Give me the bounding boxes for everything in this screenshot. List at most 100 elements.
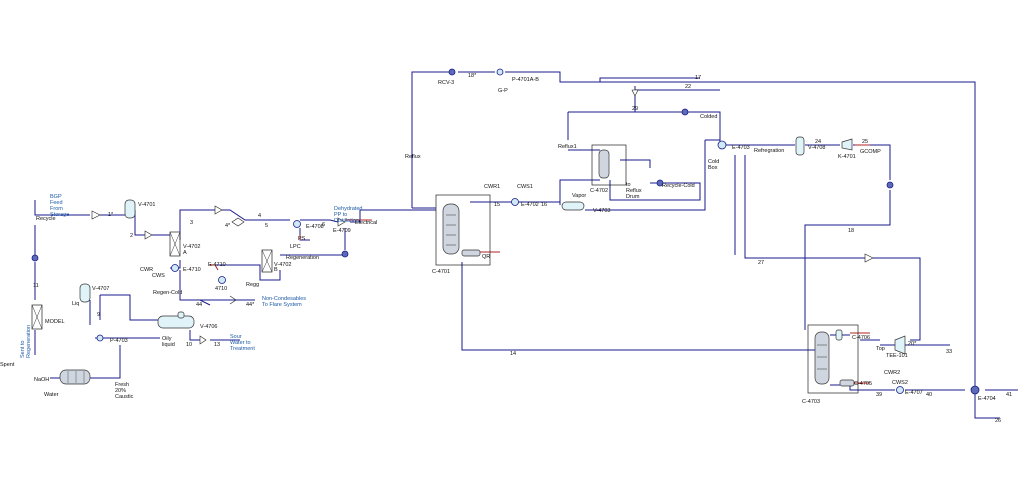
fresh-caustic-label-1: Fresh (115, 382, 129, 388)
stream-24-label: 24 (815, 139, 821, 145)
c4706-condenser (835, 329, 843, 341)
p4703-label: P-4703 (110, 338, 128, 344)
to-reflux-drum-label-1: to (626, 182, 631, 188)
regen-cold-label: Regen-Cold (153, 290, 182, 296)
stream-44-label: 44 (196, 302, 202, 308)
gp-label: G-P (498, 88, 508, 94)
model-bed (31, 304, 43, 330)
naoh-label: NaOH (34, 377, 49, 383)
v4702a-label-2: A (183, 250, 187, 256)
v4703-label: V-4703 (593, 208, 610, 214)
stream-18b-label: 18 (848, 228, 854, 234)
ps-label: PS (298, 236, 306, 242)
e4708-exchanger (293, 220, 301, 228)
dehydrated-label-2: PP to (334, 212, 347, 218)
valve-44 (229, 295, 237, 305)
recycle-cold-label: Recycle-Cold (662, 183, 695, 189)
right-mixer (886, 181, 894, 189)
cwr2-label: CWR2 (884, 370, 900, 376)
recycle-mixer (31, 254, 39, 262)
c4701-reboiler (461, 249, 481, 257)
colded-mixer (681, 108, 689, 116)
non-cond-label-1: Non-Condesables (262, 296, 306, 302)
stream-44star-label: 44* (246, 302, 255, 308)
to-reflux-drum-label-3: Drum (626, 194, 640, 200)
e4702-exchanger (511, 198, 519, 206)
stream-33-label: 33 (946, 349, 952, 355)
regg-label: Regg (246, 282, 259, 288)
electrical-label: Electrical (355, 220, 377, 226)
e4710b-exchanger (218, 276, 226, 284)
stream-4-label: 4 (258, 213, 261, 219)
e4707-label: E-4707 (905, 390, 923, 396)
dehydrated-label-1: Dehydrated (334, 206, 362, 212)
e4710-main-label: E-4710 (183, 267, 201, 273)
cwr-label: CWR (140, 267, 153, 273)
cwr1-label: CWR1 (484, 184, 500, 190)
v4707-label: V-4707 (92, 286, 109, 292)
cold-box-label-1: Cold (708, 159, 719, 165)
refregration-label: Refregration (754, 148, 784, 154)
c4705-reboiler (839, 379, 855, 387)
stream-39-label: 39 (876, 392, 882, 398)
pump-label: P-4701A-B (512, 77, 539, 83)
p4703-pump (96, 334, 104, 342)
c4701-boundary (435, 194, 491, 266)
liq-label: Liq (72, 301, 79, 307)
e4702-label: E-4702 (521, 202, 539, 208)
dehydrated-label-3: Distillation (334, 218, 359, 224)
stream-22-label: 22 (685, 84, 691, 90)
e4708-label: E-4708 (306, 224, 324, 230)
compressor-3 (214, 205, 223, 215)
e4710-exchanger (171, 264, 179, 272)
valve-13 (199, 335, 207, 345)
e4703-label: E-4703 (732, 145, 750, 151)
bgp-feed-label-1: BGP (50, 194, 62, 200)
stream-5-label: 5 (265, 223, 268, 229)
lpc-label: LPC (290, 244, 301, 250)
v4702b-label-2: B (274, 267, 278, 273)
water-label: Water (44, 392, 59, 398)
stream-17-label: 17 (695, 75, 701, 81)
stream-41-label: 41 (1006, 392, 1012, 398)
feed-compressor (91, 210, 101, 220)
stream-27-label: 27 (758, 260, 764, 266)
c4702-label: C-4702 (590, 188, 608, 194)
spent-label: Spent (0, 362, 15, 368)
stream-3-label: 3 (190, 220, 193, 226)
stream-25-label: 25 (862, 139, 868, 145)
stream-10-label: 10 (186, 342, 192, 348)
caustic-tank (59, 369, 91, 385)
stream-11-label: 11 (33, 283, 39, 289)
tee101-expander (894, 335, 906, 355)
small-units (31, 68, 980, 395)
k4701-label: K-4701 (838, 154, 856, 160)
valve-4 (231, 217, 245, 227)
rcv3-mixer (448, 68, 456, 76)
c4703-boundary (807, 324, 859, 394)
c4703-label: C-4703 (802, 399, 820, 405)
bgp-feed-label-3: From (50, 206, 63, 212)
recycle-cold-mixer (656, 179, 664, 187)
model-label: MODEL (45, 319, 65, 325)
rcv3-label: RCV-3 (438, 80, 454, 86)
p4701-pump (496, 68, 504, 76)
stream-lines (34, 71, 1018, 419)
e4703-coldbox (717, 140, 727, 150)
e4709-label: E-4709 (333, 228, 351, 234)
non-cond-label-2: To Flare System (262, 302, 302, 308)
stream-15-label: 15 (494, 202, 500, 208)
regeneration-label: Regeneration (286, 255, 319, 261)
reflux1-label: Reflux1 (558, 144, 577, 150)
stream-1-label: 1* (108, 212, 114, 218)
sent-regen-label-1: Sent to (20, 341, 26, 358)
tee101-label: TEE-101 (886, 353, 908, 359)
c4705-label: C-4705 (854, 381, 872, 387)
oily-label-1: Oily (162, 336, 172, 342)
regen-mixer (341, 250, 349, 258)
reflux-label: Reflux (405, 154, 421, 160)
v4702a-bed (169, 231, 181, 257)
bgp-feed-label-2: Feed (50, 200, 63, 206)
k4701-compressor (841, 138, 853, 151)
stream-14-label: 14 (510, 351, 516, 357)
